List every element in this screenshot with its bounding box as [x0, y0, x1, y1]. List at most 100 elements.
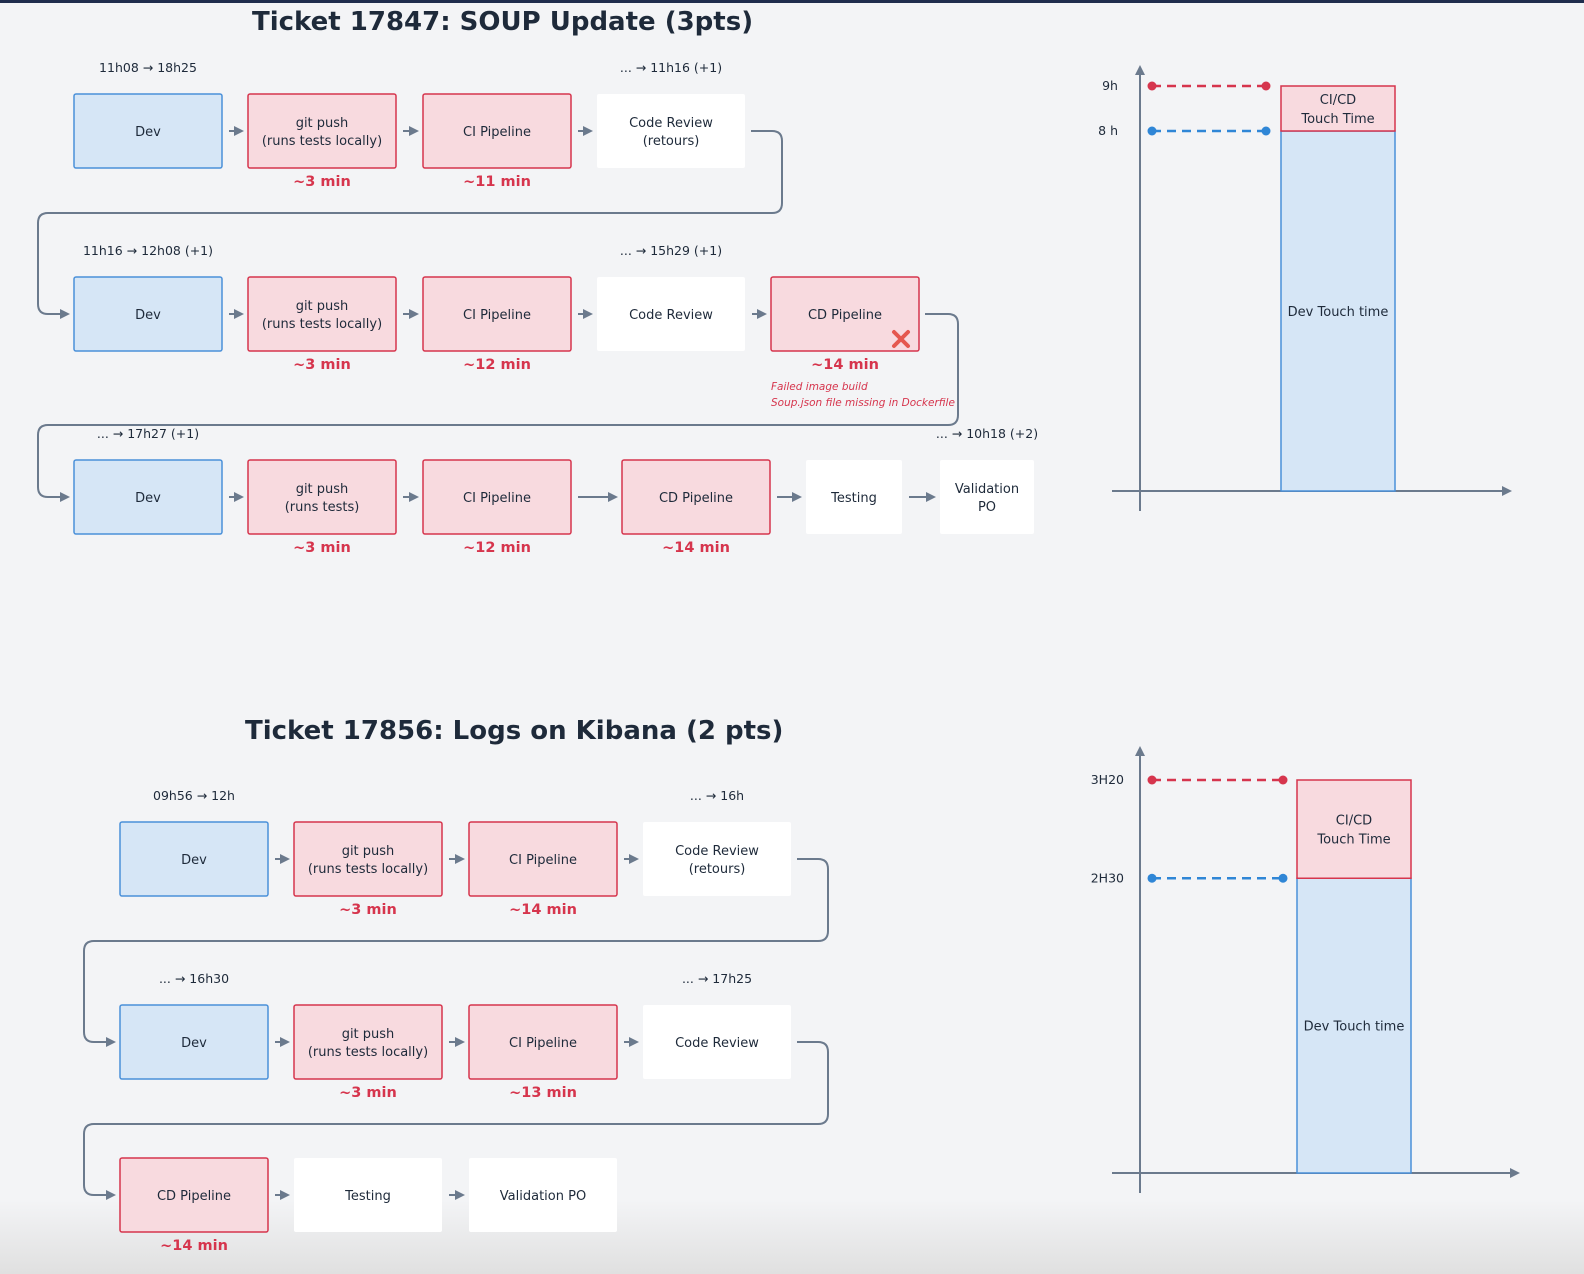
failed-x-icon	[892, 330, 910, 348]
step-box	[468, 1004, 618, 1080]
reference-dot	[1261, 81, 1271, 91]
step-label: (runs tests locally)	[262, 134, 382, 149]
failure-note: Failed image build	[771, 381, 868, 393]
reference-dot	[1147, 126, 1157, 136]
step-box	[422, 93, 572, 169]
reference-dot	[1147, 81, 1157, 91]
wrap-connector	[37, 130, 783, 319]
step-duration: ~3 min	[293, 357, 351, 373]
step-time-label: 11h08 → 18h25	[99, 60, 197, 75]
y-tick-label: 3H20	[1091, 772, 1124, 787]
step-label: git push	[342, 844, 395, 859]
step-label: Testing	[344, 1189, 391, 1204]
step-box	[119, 821, 269, 897]
step-label: (retours)	[689, 862, 746, 877]
step-label: (retours)	[643, 134, 700, 149]
step-duration: ~14 min	[811, 357, 879, 373]
step-duration: ~11 min	[463, 174, 531, 190]
wrap-connector	[37, 313, 959, 502]
step-label: Dev	[135, 491, 161, 506]
step-box	[940, 460, 1034, 534]
segment-label: Dev Touch time	[1304, 1020, 1405, 1035]
top-border	[0, 0, 1584, 3]
y-tick-label: 9h	[1102, 78, 1118, 93]
step-label: CI Pipeline	[509, 1036, 577, 1051]
step-box	[73, 276, 223, 352]
step-label: Testing	[830, 491, 877, 506]
step-box	[770, 276, 920, 352]
step-label: CI Pipeline	[463, 125, 531, 140]
step-time-label: 11h16 → 12h08 (+1)	[83, 243, 213, 258]
stacked-bar-segment	[1280, 85, 1396, 132]
step-label: Dev	[181, 1036, 207, 1051]
segment-label: CI/CD	[1336, 814, 1372, 829]
segment-label: Touch Time	[1300, 112, 1374, 127]
step-label: CD Pipeline	[808, 308, 882, 323]
step-label: (runs tests locally)	[262, 317, 382, 332]
step-duration: ~12 min	[463, 540, 531, 556]
step-box	[293, 1004, 443, 1080]
step-duration: ~14 min	[509, 902, 577, 918]
wrap-connector	[83, 858, 829, 1047]
step-box	[597, 277, 745, 351]
step-label: git push	[342, 1027, 395, 1042]
step-time-label: ... → 16h30	[159, 971, 229, 986]
step-time-label: ... → 11h16 (+1)	[620, 60, 722, 75]
step-label: git push	[296, 482, 349, 497]
step-label: CD Pipeline	[659, 491, 733, 506]
step-time-label: ... → 17h27 (+1)	[97, 426, 199, 441]
reference-dot	[1261, 126, 1271, 136]
connectors-layer	[37, 126, 959, 1200]
ticket1-title: Ticket 17847: SOUP Update (3pts)	[252, 7, 753, 37]
stacked-bar-segment	[1296, 877, 1412, 1174]
stacked-bar-segment	[1296, 779, 1412, 879]
ticket2-title: Ticket 17856: Logs on Kibana (2 pts)	[245, 716, 783, 746]
step-box	[293, 821, 443, 897]
step-label: Code Review	[675, 844, 759, 859]
step-box	[247, 459, 397, 535]
segment-label: CI/CD	[1320, 93, 1356, 108]
step-box	[621, 459, 771, 535]
step-time-label: ... → 17h25	[682, 971, 752, 986]
reference-dot	[1278, 775, 1288, 785]
reference-dot	[1278, 873, 1288, 883]
step-duration: ~12 min	[463, 357, 531, 373]
step-box	[73, 93, 223, 169]
step-label: Dev	[135, 125, 161, 140]
step-duration: ~13 min	[509, 1085, 577, 1101]
step-box	[119, 1157, 269, 1233]
wrap-connector	[83, 1041, 829, 1200]
step-box	[119, 1004, 269, 1080]
step-duration: ~3 min	[339, 1085, 397, 1101]
segment-label: Dev Touch time	[1288, 305, 1389, 320]
step-label: CD Pipeline	[157, 1189, 231, 1204]
step-label: CI Pipeline	[463, 308, 531, 323]
step-duration: ~14 min	[662, 540, 730, 556]
step-label: git push	[296, 299, 349, 314]
step-label: (runs tests)	[285, 500, 360, 515]
step-label: Validation PO	[500, 1189, 586, 1204]
step-time-label: ... → 10h18 (+2)	[936, 426, 1038, 441]
nodes-layer: Dev 11h08 → 18h25 git push (runs tests loca…	[73, 60, 1038, 1254]
step-label: Dev	[135, 308, 161, 323]
segment-label: Touch Time	[1316, 833, 1390, 848]
failure-note: Soup.json file missing in Dockerfile	[771, 397, 955, 409]
step-box	[597, 94, 745, 168]
step-label: Code Review	[629, 308, 713, 323]
step-box	[247, 93, 397, 169]
y-tick-label: 2H30	[1091, 870, 1124, 885]
y-tick-label: 8 h	[1098, 123, 1118, 138]
stacked-bar-segment	[1280, 130, 1396, 492]
step-time-label: ... → 15h29 (+1)	[620, 243, 722, 258]
step-label: PO	[978, 500, 996, 515]
step-box	[422, 459, 572, 535]
step-box	[469, 1158, 617, 1232]
step-box	[247, 276, 397, 352]
step-label: CI Pipeline	[463, 491, 531, 506]
step-box	[643, 1005, 791, 1079]
step-box	[422, 276, 572, 352]
step-duration: ~3 min	[293, 540, 351, 556]
reference-dot	[1147, 775, 1157, 785]
